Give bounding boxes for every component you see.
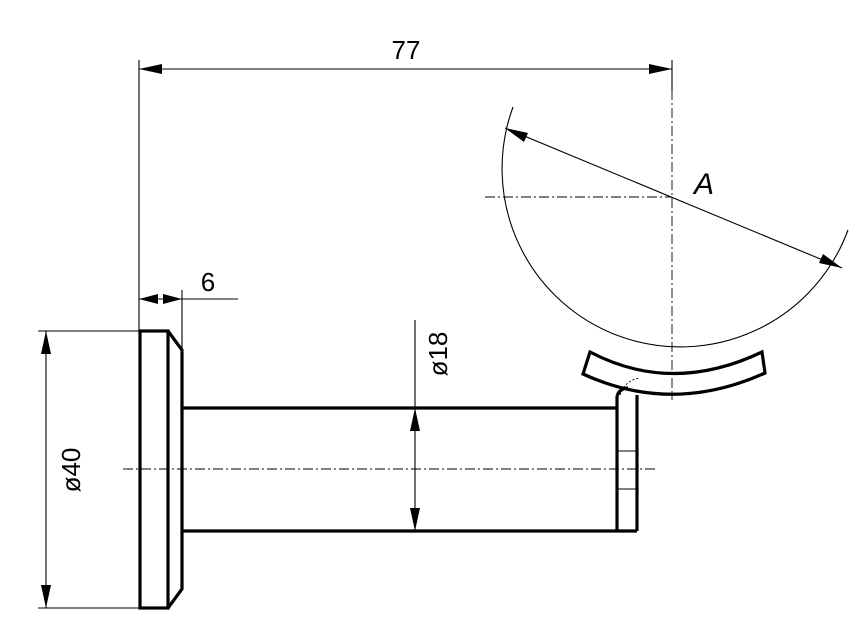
arrowhead-right [163,294,182,304]
dimension-shaft-diameter: ø18 [410,320,453,531]
arrowhead-bottom [41,585,51,608]
dimension-flange-thickness: 6 [139,267,238,350]
arrowhead-left [139,64,162,74]
dimension-flange-diameter: ø40 [38,330,140,609]
arrowhead-top [410,408,420,431]
support-shaft [182,406,637,533]
dimension-rail-diameter: A [504,127,843,269]
arrowhead-bottom [410,508,420,531]
flange-plate [138,329,184,610]
overall-length-label: 77 [392,35,421,65]
saddle-plate [581,349,767,396]
arrowhead-lower-right [819,254,842,268]
flange-diameter-label: ø40 [56,448,86,493]
arrowhead-right [649,64,672,74]
shaft-diameter-label: ø18 [423,332,453,377]
arrowhead-left [139,294,158,304]
arrowhead-top [41,331,51,354]
center-lines [123,90,673,470]
rail-diameter-label: A [692,168,714,201]
flange-thickness-label: 6 [201,267,215,297]
upright-post [615,377,641,531]
arrowhead-upper-left [505,128,528,142]
handrail-profile [501,106,849,348]
dimension-overall-length: 77 [138,35,673,331]
